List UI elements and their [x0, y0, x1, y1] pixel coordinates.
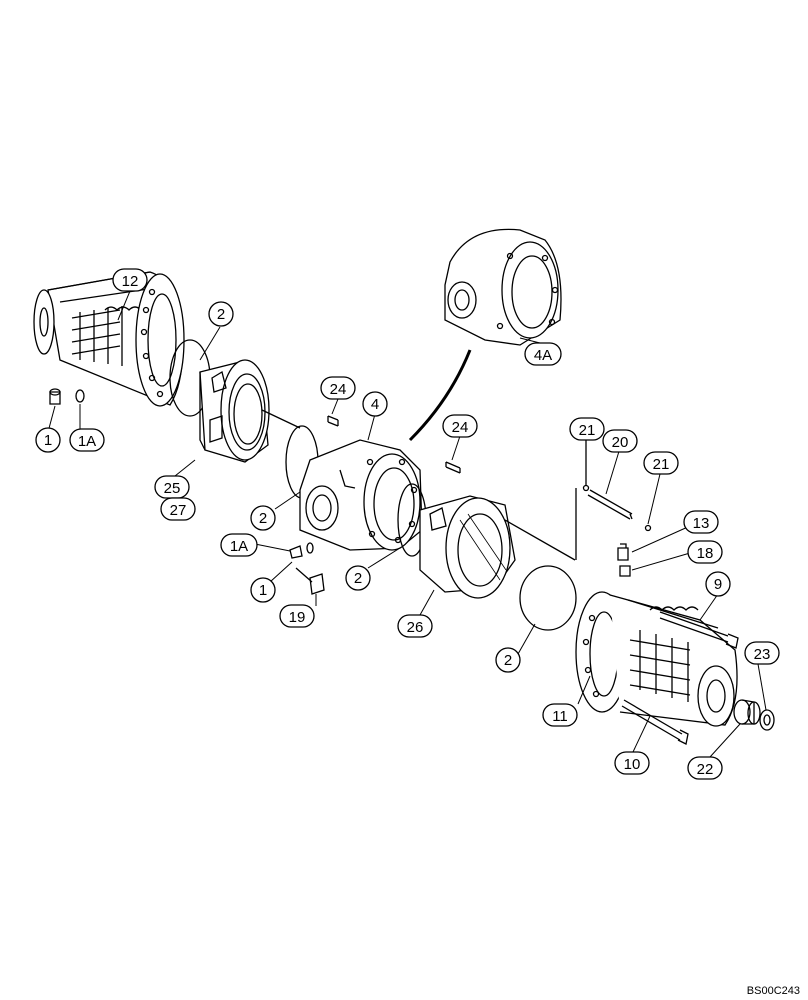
callout-20: 20	[602, 429, 638, 453]
svg-text:25: 25	[164, 480, 181, 497]
reference-code: BS00C243	[747, 985, 800, 997]
callout-22: 22	[687, 756, 723, 780]
svg-text:23: 23	[754, 646, 771, 663]
callout-19: 19	[279, 604, 315, 628]
svg-text:4A: 4A	[534, 347, 552, 364]
callout-1a-left: 1A	[69, 428, 105, 452]
snap-ring-right	[644, 524, 652, 532]
callout-11: 11	[542, 703, 578, 727]
svg-text:12: 12	[122, 273, 139, 290]
svg-text:9: 9	[714, 576, 722, 593]
plug-and-washer-mid	[289, 542, 314, 559]
alternate-indicator	[408, 349, 472, 442]
leader-snap-ring	[575, 440, 587, 560]
svg-text:1: 1	[259, 582, 267, 599]
svg-text:13: 13	[693, 515, 710, 532]
callout-21-left: 21	[569, 417, 605, 441]
svg-text:2: 2	[259, 510, 267, 527]
alternate-housing	[444, 228, 562, 346]
center-differential-housing	[299, 439, 423, 551]
fitting-18	[619, 565, 631, 577]
callout-2-low: 2	[345, 565, 371, 591]
o-ring-bottom	[519, 565, 577, 631]
callout-2-top: 2	[208, 301, 234, 327]
callout-24-left: 24	[320, 376, 356, 400]
callout-1a-mid: 1A	[220, 533, 258, 557]
callout-27: 27	[160, 497, 196, 521]
svg-text:2: 2	[504, 652, 512, 669]
callout-23: 23	[744, 641, 780, 665]
cap-22	[733, 699, 761, 725]
plug-and-washer-left	[49, 388, 85, 405]
callout-10: 10	[614, 751, 650, 775]
callout-4a: 4A	[524, 342, 562, 366]
callout-21-right: 21	[643, 451, 679, 475]
callout-18: 18	[687, 540, 723, 564]
snap-ring-left	[582, 484, 590, 492]
svg-text:18: 18	[697, 545, 714, 562]
svg-text:2: 2	[354, 570, 362, 587]
planetary-carrier-left	[199, 359, 270, 463]
svg-text:24: 24	[452, 419, 469, 436]
fitting-13	[617, 543, 629, 561]
svg-text:10: 10	[624, 756, 641, 773]
callout-2-bottom: 2	[495, 647, 521, 673]
bolt-10	[621, 699, 689, 745]
callout-9: 9	[705, 571, 731, 597]
dowel-pin-right	[445, 461, 461, 474]
right-axle-housing	[575, 591, 738, 727]
bolt-19	[295, 567, 325, 595]
callout-12: 12	[112, 268, 148, 292]
svg-text:4: 4	[371, 396, 379, 413]
callout-2-mid: 2	[250, 505, 276, 531]
svg-text:1: 1	[44, 432, 52, 449]
callout-4: 4	[362, 391, 388, 417]
callout-25: 25	[154, 475, 190, 499]
callout-26: 26	[397, 614, 433, 638]
svg-text:24: 24	[330, 381, 347, 398]
svg-text:21: 21	[653, 456, 670, 473]
svg-text:27: 27	[170, 502, 187, 519]
svg-text:22: 22	[697, 761, 714, 778]
left-axle-housing	[33, 271, 185, 407]
dowel-pin-left	[327, 415, 339, 427]
callout-1-mid: 1	[250, 577, 276, 603]
svg-text:1A: 1A	[78, 433, 96, 450]
svg-text:11: 11	[552, 708, 568, 725]
svg-text:2: 2	[217, 306, 225, 323]
leader-carrier	[261, 409, 301, 429]
washer-23	[759, 709, 775, 731]
planetary-carrier-right	[419, 495, 516, 599]
svg-text:21: 21	[579, 422, 596, 439]
callout-24-right: 24	[442, 414, 478, 438]
svg-text:19: 19	[289, 609, 306, 626]
pin-20	[587, 489, 633, 520]
svg-text:1A: 1A	[230, 538, 248, 555]
callout-1-left: 1	[35, 427, 61, 453]
bolt-9	[659, 611, 739, 649]
svg-text:20: 20	[612, 434, 629, 451]
callout-13: 13	[683, 510, 719, 534]
svg-text:26: 26	[407, 619, 424, 636]
leader-right-carrier	[504, 519, 576, 561]
